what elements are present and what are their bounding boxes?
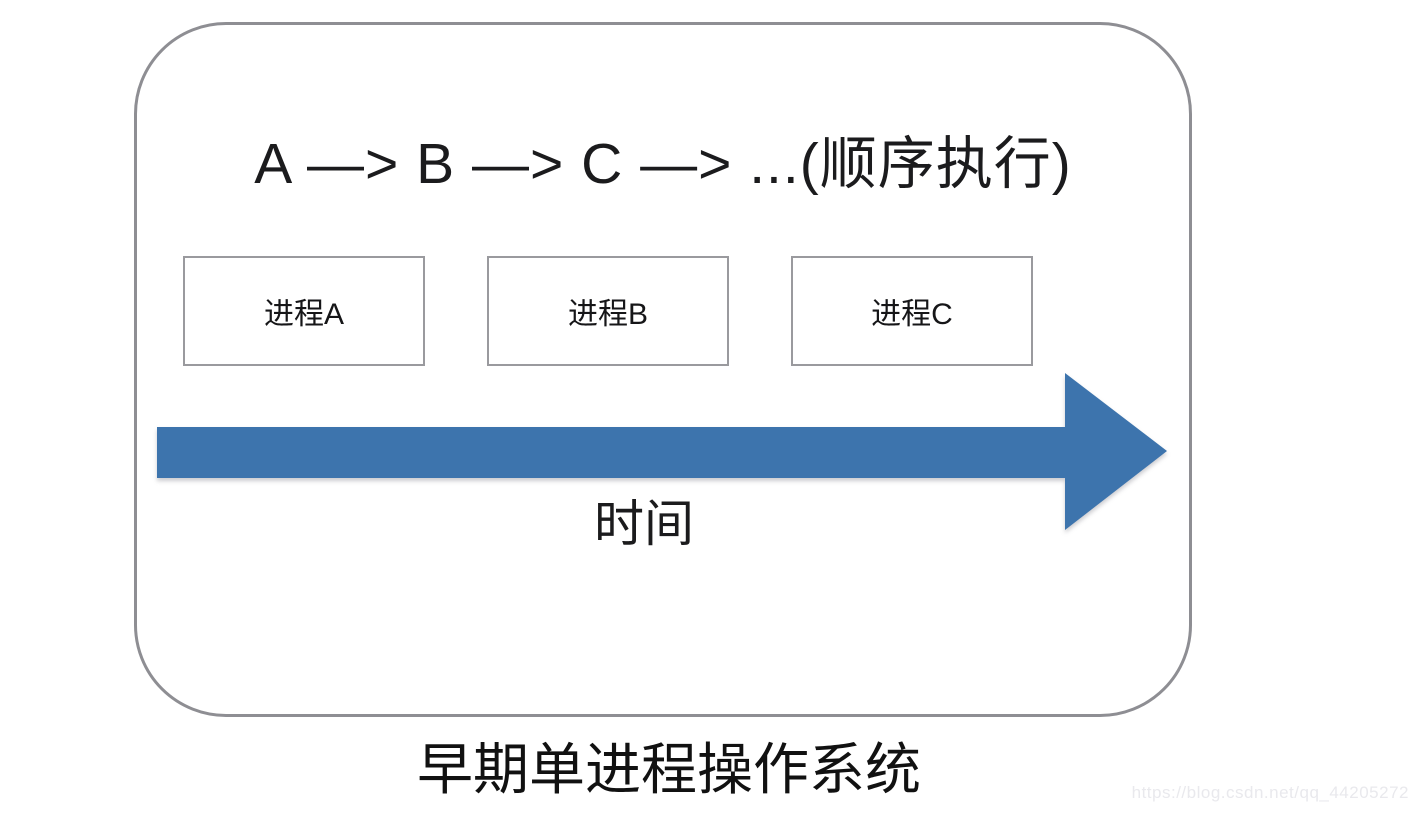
process-box-b: 进程B: [487, 256, 729, 366]
process-box-c: 进程C: [791, 256, 1033, 366]
diagram-caption: 早期单进程操作系统: [417, 738, 921, 801]
sequential-execution-title: A —> B —> C —> ...(顺序执行): [254, 132, 1072, 196]
process-box-a-label: 进程A: [263, 298, 344, 331]
watermark-url: https://blog.csdn.net/qq_44205272: [1131, 783, 1409, 802]
process-box-c-label: 进程C: [871, 298, 953, 331]
process-boxes-row: 进程A 进程B 进程C: [183, 256, 1033, 366]
process-box-b-label: 进程B: [567, 298, 648, 331]
time-arrow-icon: [157, 373, 1167, 530]
time-axis-label: 时间: [594, 496, 694, 552]
process-box-a: 进程A: [183, 256, 425, 366]
os-boundary-outline: [134, 22, 1192, 717]
